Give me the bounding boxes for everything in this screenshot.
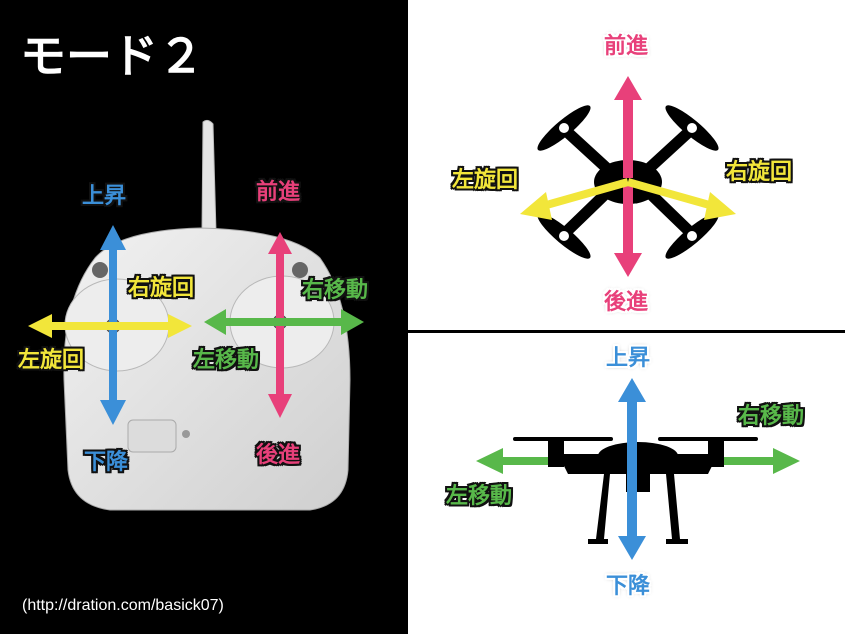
- side-label-move-left: 左移動: [446, 484, 513, 509]
- left-yaw-left-arrow: [28, 314, 113, 338]
- top-forward-arrow: [614, 76, 642, 178]
- drone-side-view-panel: 上昇 下降 左移動 右移動: [408, 334, 845, 634]
- top-label-forward: 前進: [604, 34, 649, 59]
- top-label-backward: 後進: [604, 290, 649, 315]
- drone-top-view: [520, 76, 736, 277]
- label-up: 上昇: [82, 184, 127, 209]
- side-label-up: 上昇: [606, 346, 651, 371]
- drone-side-silhouette: [513, 437, 758, 544]
- battery-cover: [127, 419, 177, 453]
- mode-title: モード２: [20, 29, 204, 83]
- left-up-arrow: [100, 225, 126, 326]
- section-divider: [408, 330, 845, 333]
- source-citation: (http://dration.com/basick07): [22, 597, 224, 614]
- label-yaw-right: 右旋回: [128, 276, 195, 301]
- label-forward: 前進: [256, 180, 301, 205]
- switch-left: [92, 262, 108, 278]
- controller-illustration: [28, 119, 364, 511]
- left-yaw-right-arrow: [113, 314, 192, 338]
- left-down-arrow: [100, 326, 126, 425]
- side-move-left-arrow: [476, 448, 548, 474]
- label-move-right: 右移動: [302, 278, 369, 303]
- top-yaw-left-arrow: [520, 178, 630, 220]
- drone-top-view-panel: 前進 後進 左旋回 右旋回: [408, 0, 845, 330]
- side-label-down: 下降: [606, 574, 651, 599]
- antenna: [201, 119, 217, 233]
- side-down-arrow: [618, 474, 646, 560]
- right-forward-arrow: [268, 232, 292, 322]
- top-yaw-right-arrow: [626, 178, 736, 220]
- label-backward: 後進: [256, 443, 301, 468]
- drone-side-view: [476, 378, 800, 560]
- label-down: 下降: [84, 450, 129, 475]
- right-backward-arrow: [268, 322, 292, 418]
- top-backward-arrow: [614, 182, 642, 277]
- side-up-arrow: [618, 378, 646, 474]
- indicator-light: [182, 430, 190, 438]
- switch-right: [292, 262, 308, 278]
- right-move-right-arrow: [280, 309, 364, 335]
- mode2-controller-panel: モード２: [0, 0, 408, 634]
- side-label-move-right: 右移動: [738, 404, 805, 429]
- top-label-yaw-left: 左旋回: [452, 168, 519, 193]
- label-yaw-left: 左旋回: [18, 348, 85, 373]
- label-move-left: 左移動: [193, 348, 260, 373]
- side-move-right-arrow: [724, 448, 800, 474]
- right-move-left-arrow: [204, 309, 280, 335]
- top-label-yaw-right: 右旋回: [726, 160, 793, 185]
